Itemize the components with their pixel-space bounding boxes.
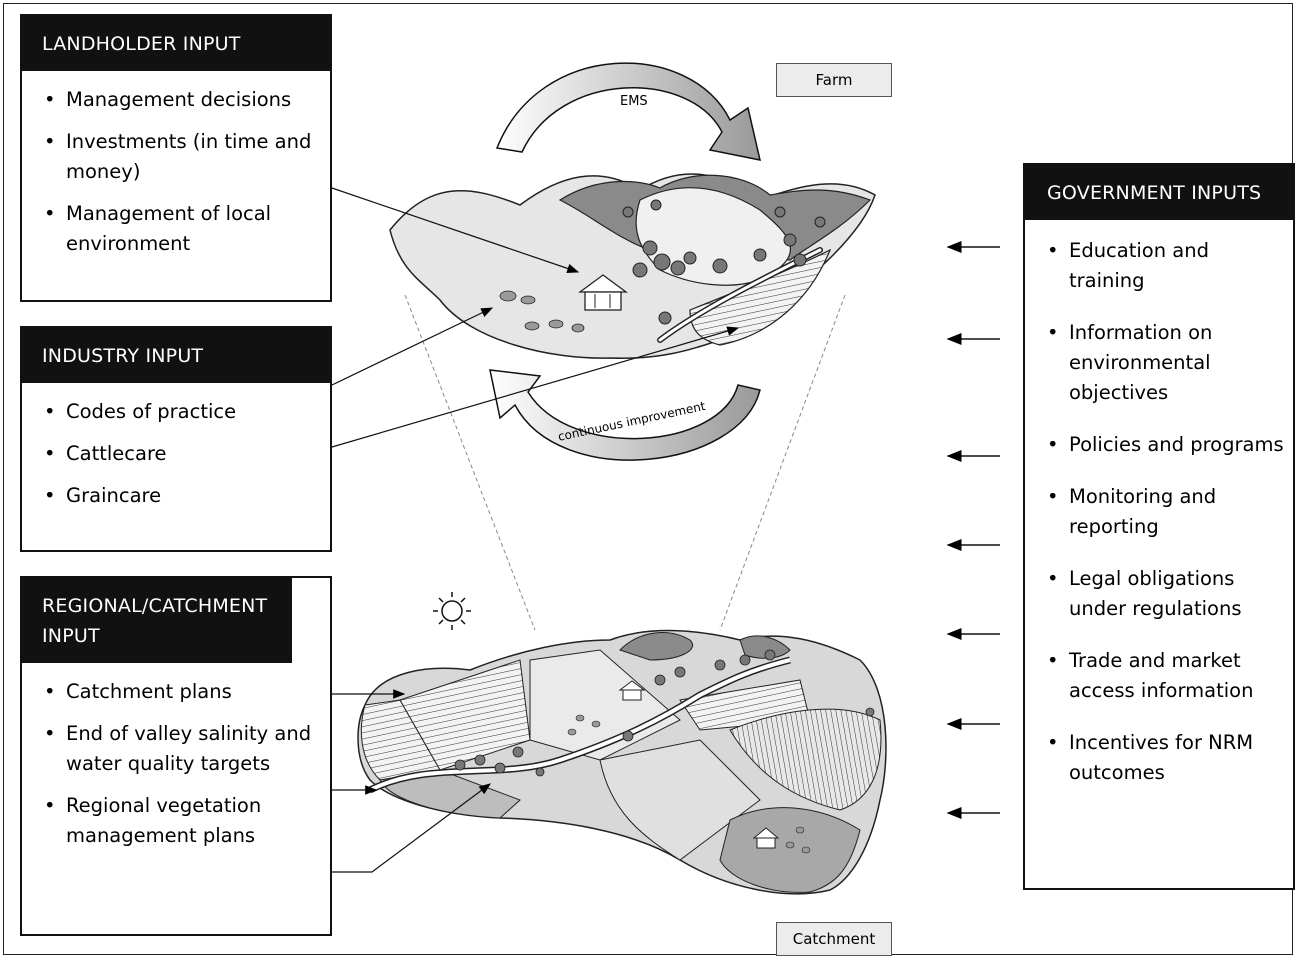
- list-item: Graincare: [44, 481, 316, 511]
- list-item: Information on environmental objectives: [1047, 318, 1285, 408]
- regional-catchment-input-box: REGIONAL/CATCHMENT INPUT Catchment plans…: [20, 576, 332, 936]
- connector-lines: [331, 187, 740, 873]
- industry-input-box: INDUSTRY INPUT Codes of practice Cattlec…: [20, 326, 332, 552]
- list-item: Education and training: [1047, 236, 1285, 296]
- ems-cycle-arrow: [495, 62, 761, 161]
- list-item: Cattlecare: [44, 439, 316, 469]
- landholder-title: LANDHOLDER INPUT: [22, 16, 330, 71]
- government-arrows: [946, 241, 1000, 819]
- regional-title: REGIONAL/CATCHMENT INPUT: [22, 578, 292, 663]
- government-title: GOVERNMENT INPUTS: [1025, 165, 1293, 220]
- list-item: Codes of practice: [44, 397, 316, 427]
- list-item: Management of local environment: [44, 199, 316, 259]
- perspective-line-right: [719, 294, 846, 631]
- catchment-landscape: [357, 629, 887, 895]
- government-list: Education and training Information on en…: [1025, 220, 1293, 816]
- list-item: Trade and market access information: [1047, 646, 1285, 706]
- landholder-input-box: LANDHOLDER INPUT Management decisions In…: [20, 14, 332, 302]
- list-item: Investments (in time and money): [44, 127, 316, 187]
- list-item: Incentives for NRM outcomes: [1047, 728, 1285, 788]
- continuous-improvement-arrow: [489, 369, 761, 461]
- sun-icon: [433, 592, 471, 630]
- list-item: End of valley salinity and water quality…: [44, 719, 316, 779]
- list-item: Management decisions: [44, 85, 316, 115]
- list-item: Legal obligations under regulations: [1047, 564, 1285, 624]
- farm-label: Farm: [776, 63, 892, 97]
- perspective-line-left: [404, 294, 536, 631]
- list-item: Monitoring and reporting: [1047, 482, 1285, 542]
- government-inputs-box: GOVERNMENT INPUTS Education and training…: [1023, 163, 1295, 890]
- farm-landscape: [389, 173, 876, 360]
- industry-title: INDUSTRY INPUT: [22, 328, 330, 383]
- list-item: Catchment plans: [44, 677, 316, 707]
- landholder-list: Management decisions Investments (in tim…: [22, 71, 330, 277]
- regional-list: Catchment plans End of valley salinity a…: [22, 663, 330, 869]
- list-item: Regional vegetation management plans: [44, 791, 316, 851]
- catchment-label: Catchment: [776, 922, 892, 956]
- industry-list: Codes of practice Cattlecare Graincare: [22, 383, 330, 529]
- ems-label: EMS: [620, 94, 648, 109]
- list-item: Policies and programs: [1047, 430, 1285, 460]
